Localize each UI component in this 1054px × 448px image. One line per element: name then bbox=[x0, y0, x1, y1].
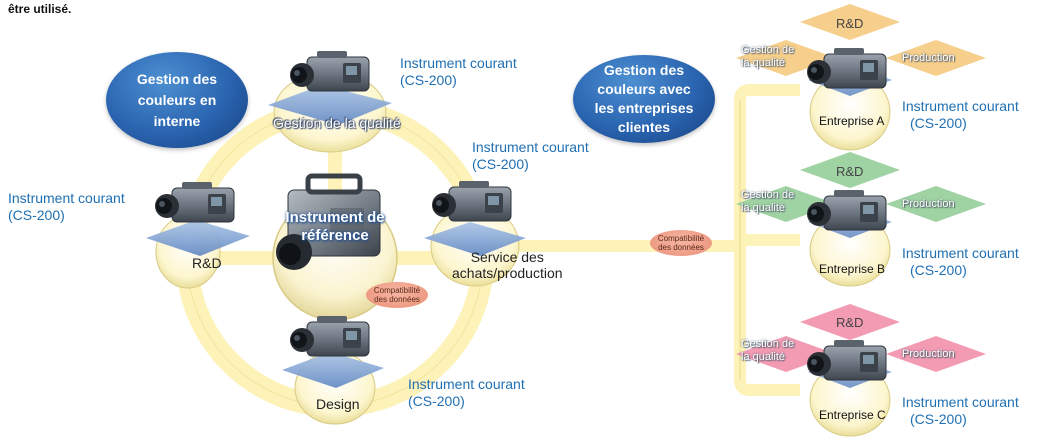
compat-badge-center: Compatibilité des données bbox=[366, 282, 428, 308]
company-quality: Gestion de la qualité bbox=[741, 338, 795, 363]
bubble-clients: Gestion des couleurs avec les entreprise… bbox=[573, 55, 715, 143]
instrument-name: Instrument courant bbox=[8, 190, 125, 206]
company-production: Production bbox=[902, 348, 955, 360]
instrument-name: Instrument courant bbox=[472, 139, 589, 155]
dept-design: Design bbox=[316, 396, 360, 412]
dept-quality: Gestion de la qualité bbox=[273, 115, 401, 131]
instrument-model: (CS-200) bbox=[910, 411, 967, 427]
reference-label: Instrument de référence bbox=[285, 209, 385, 244]
caption: être utilisé. bbox=[8, 2, 72, 16]
company-name: Entreprise A bbox=[819, 114, 885, 128]
company-rd: R&D bbox=[836, 315, 864, 330]
company-name: Entreprise B bbox=[819, 262, 886, 276]
instrument-model: (CS-200) bbox=[408, 393, 465, 409]
compat-badge-link: Compatibilité des données bbox=[650, 230, 712, 256]
company-rd: R&D bbox=[836, 164, 864, 179]
instrument-model: (CS-200) bbox=[400, 72, 457, 88]
instrument-name: Instrument courant bbox=[902, 98, 1019, 114]
instrument-name: Instrument courant bbox=[400, 55, 517, 71]
dept-service: Service des achats/production bbox=[452, 249, 563, 281]
instrument-model: (CS-200) bbox=[910, 262, 967, 278]
company-quality: Gestion de la qualité bbox=[741, 189, 795, 214]
bubble-internal: Gestion des couleurs en interne bbox=[106, 52, 248, 148]
company-rd: R&D bbox=[836, 16, 864, 31]
instrument-name: Instrument courant bbox=[902, 394, 1019, 410]
company-quality: Gestion de la qualité bbox=[741, 44, 795, 69]
instrument-name: Instrument courant bbox=[902, 245, 1019, 261]
instrument-name: Instrument courant bbox=[408, 376, 525, 392]
company-production: Production bbox=[902, 52, 955, 64]
instrument-model: (CS-200) bbox=[8, 207, 65, 223]
company-name: Entreprise C bbox=[819, 408, 886, 422]
dept-rd: R&D bbox=[192, 255, 222, 271]
instrument-model: (CS-200) bbox=[910, 115, 967, 131]
company-production: Production bbox=[902, 198, 955, 210]
instrument-model: (CS-200) bbox=[472, 156, 529, 172]
